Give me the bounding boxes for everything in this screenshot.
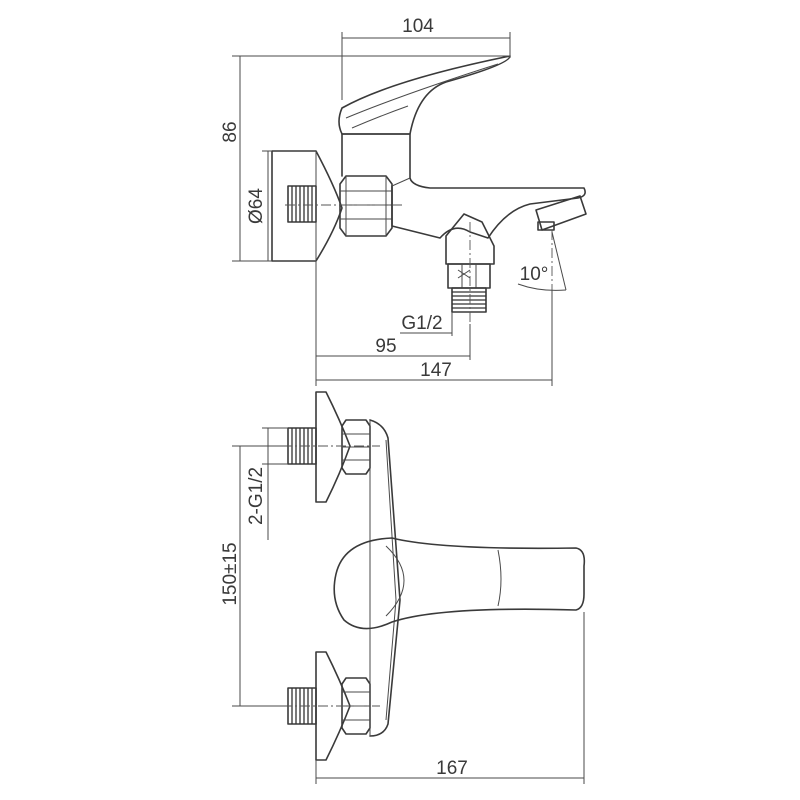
top-hex-nut-upper [341, 419, 371, 475]
side-hex-nut [339, 175, 393, 237]
side-spout-outlet [535, 195, 587, 231]
side-view: 104 86 Ø64 G1/2 95 147 10° [220, 16, 587, 386]
side-escutcheon [271, 150, 343, 262]
dim-escutcheon-diameter: Ø64 [246, 188, 267, 224]
top-handle [333, 537, 586, 630]
dim-outlet-offset: 95 [375, 336, 396, 357]
dim-outlet-thread: G1/2 [401, 313, 442, 334]
top-faucet-body [369, 419, 401, 737]
side-handle-lever [338, 55, 511, 135]
side-dimension-lines [232, 32, 567, 386]
dim-total-width: 167 [436, 758, 468, 779]
dim-inlet-thread: 2-G1/2 [246, 467, 267, 525]
top-view: 2-G1/2 150±15 167 [220, 391, 586, 784]
dim-inlet-spacing: 150±15 [220, 542, 241, 605]
dim-spout-angle: 10° [520, 264, 549, 285]
dim-total-projection: 147 [420, 360, 452, 381]
dim-length-top: 104 [402, 16, 434, 37]
side-diverter-outlet [445, 213, 495, 313]
dim-height: 86 [220, 121, 241, 142]
side-faucet-body [341, 133, 586, 239]
side-inlet-thread [287, 185, 317, 223]
top-dimension-lines [232, 427, 585, 784]
